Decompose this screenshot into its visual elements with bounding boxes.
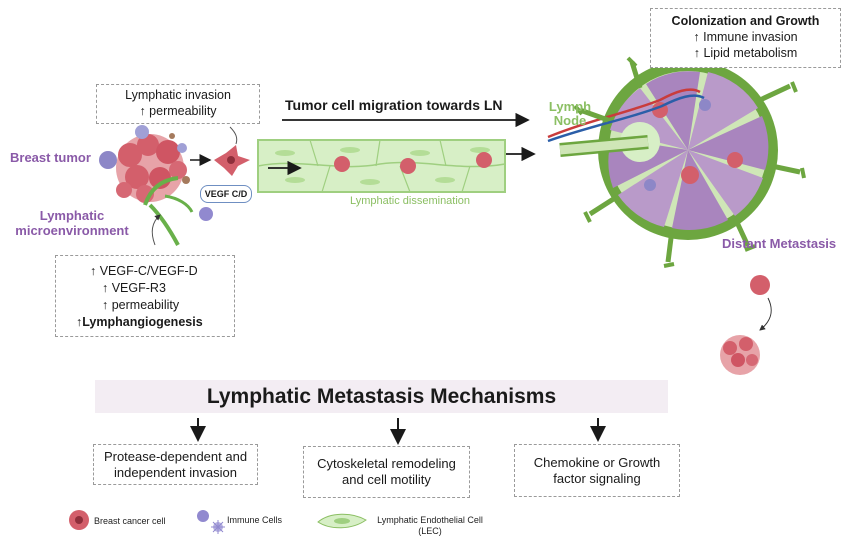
legend-cancer-cell-label: Breast cancer cell (94, 516, 166, 526)
microenv-line-1: ↑ VEGF-C/VEGF-D (90, 264, 198, 278)
metastatic-cell-icon (750, 275, 770, 295)
mechanism-1-line-2: independent invasion (114, 464, 237, 480)
legend-lec-icon (317, 513, 367, 529)
legend-lec-line-2: (LEC) (418, 526, 442, 536)
mechanism-box-1: Protease-dependent and independent invas… (93, 444, 258, 485)
microenv-label-line-1: Lymphatic (39, 208, 105, 223)
lymph-node-icon (547, 36, 806, 268)
microenv-line-2: ↑ VEGF-R3 (102, 281, 166, 295)
colonization-line-2: ↑ Lipid metabolism (693, 46, 798, 60)
migration-label: Tumor cell migration towards LN (285, 97, 503, 113)
lymphatic-dissemination-label: Lymphatic dissemination (350, 195, 471, 207)
colonization-box: Colonization and Growth ↑ Immune invasio… (650, 8, 841, 68)
metastatic-cluster-icon (720, 335, 760, 375)
mechanism-3-line-1: Chemokine or Growth (533, 454, 661, 470)
colonization-line-1: ↑ Immune invasion (693, 30, 798, 44)
breast-tumor-icon (99, 125, 194, 246)
legend-immune-cell-icon (197, 510, 225, 534)
breast-tumor-label: Breast tumor (10, 150, 91, 165)
colonization-title: Colonization and Growth (671, 14, 820, 28)
mechanism-1-line-1: Protease-dependent and (103, 448, 248, 464)
lymphatic-vessel (257, 139, 506, 193)
invasion-box-line-1: Lymphatic invasion (125, 88, 231, 102)
lymph-node-label-line-2: Node (553, 113, 587, 128)
legend-lec-line-1: Lymphatic Endothelial Cell (377, 515, 483, 525)
migrating-cell-icon (214, 145, 250, 176)
mechanism-box-3: Chemokine or Growth factor signaling (514, 444, 680, 497)
invasion-box: Lymphatic invasion ↑ permeability (96, 84, 260, 124)
lymph-node-label-line-1: Lymph (548, 99, 592, 114)
lymphatic-microenvironment-label: Lymphatic microenvironment (12, 208, 132, 238)
mechanism-box-2: Cytoskeletal remodeling and cell motilit… (303, 446, 470, 498)
mechanism-3-line-2: factor signaling (553, 470, 641, 486)
invasion-pointer (229, 126, 238, 145)
microenv-line-3: ↑ permeability (102, 298, 180, 312)
legend-immune-cells-label: Immune Cells (227, 515, 283, 525)
lymph-node-label: Lymph Node (540, 100, 600, 128)
microenvironment-box: ↑ VEGF-C/VEGF-D ↑ VEGF-R3 ↑ permeability… (55, 255, 235, 337)
microenv-label-line-2: microenvironment (15, 223, 129, 238)
immune-cell-icon (199, 207, 213, 221)
legend-cancer-cell-icon (69, 510, 89, 530)
mechanisms-title-band: Lymphatic Metastasis Mechanisms (95, 380, 668, 413)
legend-lec-label: Lymphatic Endothelial Cell (LEC) (370, 515, 490, 537)
vegf-cd-badge: VEGF C/D (200, 185, 252, 203)
microenv-pointer (151, 214, 161, 246)
distant-metastasis-label: Distant Metastasis (722, 236, 837, 251)
invasion-box-line-2: ↑ permeability (139, 104, 217, 118)
microenv-line-4: ↑Lymphangiogenesis (76, 315, 203, 329)
metastasis-arrow (759, 297, 772, 331)
mechanism-2-line-2: and cell motility (342, 472, 431, 487)
mechanism-2-line-1: Cytoskeletal remodeling (317, 456, 456, 471)
mechanisms-title: Lymphatic Metastasis Mechanisms (206, 385, 557, 408)
